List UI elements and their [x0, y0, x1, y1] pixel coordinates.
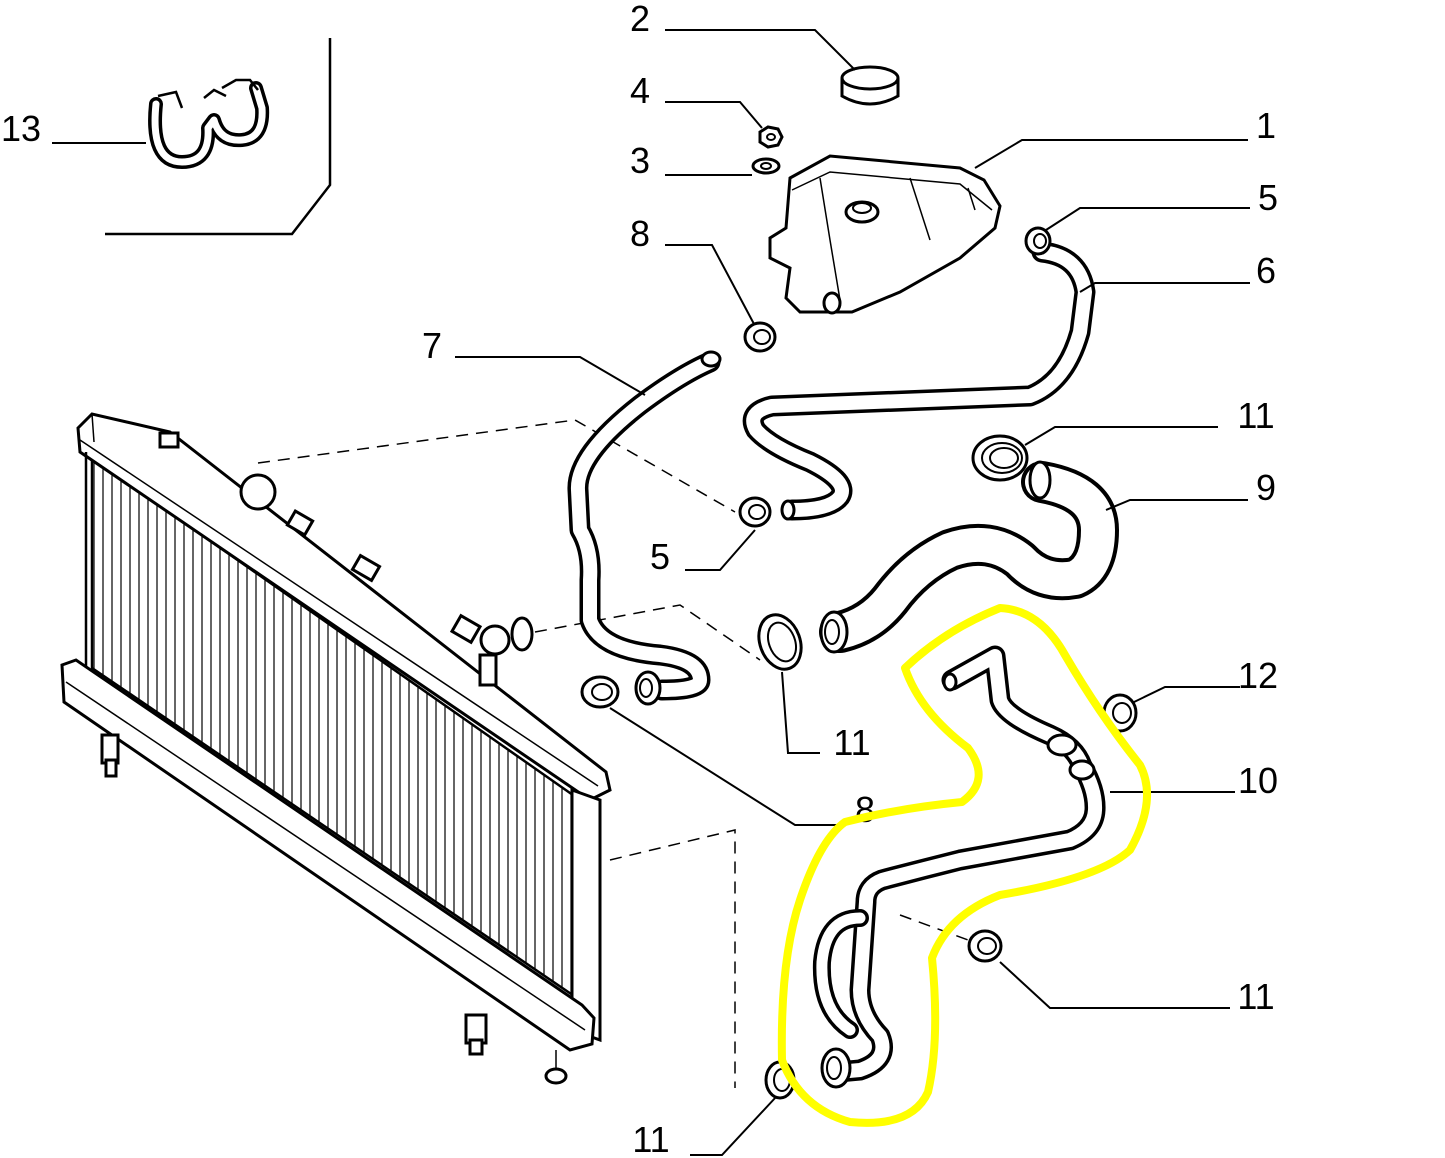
part-9-hose [819, 460, 1119, 654]
part-4-nut [758, 125, 784, 149]
callout-12: 12 [1238, 655, 1278, 696]
callout-8-lower: 8 [855, 789, 875, 830]
part-3-washer [751, 157, 781, 175]
part-6-hose [742, 241, 1096, 521]
leader-12 [1131, 686, 1240, 704]
part-8-clamp-top [743, 321, 777, 353]
part-1-expansion-reservoir [768, 154, 1002, 315]
callout-11-bottom: 11 [632, 1119, 669, 1158]
radiator-filler-neck [239, 473, 277, 511]
leader-2 [665, 29, 856, 71]
leader-8-lower [609, 707, 838, 826]
callout-labels: 13 2 4 3 1 5 8 6 7 11 9 5 12 11 10 8 11 … [1, 0, 1278, 1158]
callout-11-upper: 11 [1237, 395, 1274, 436]
leader-4 [665, 101, 763, 129]
part-2-reservoir-cap [840, 65, 900, 106]
part-10-hose-end [820, 1047, 852, 1089]
leader-11-lower-right [999, 961, 1230, 1009]
callout-11-lower-right: 11 [1237, 976, 1274, 1017]
part-7-hose [567, 350, 722, 706]
highlight-outline-part-10 [777, 604, 1152, 1127]
radiator-outlet-pipe [479, 624, 511, 656]
callout-13: 13 [1, 108, 41, 149]
inset-frame [105, 38, 332, 236]
part-13-double-clamp [148, 78, 270, 169]
part-8-clamp-lower [580, 675, 620, 709]
leader-1 [974, 139, 1248, 169]
part-10-hose-junction [1046, 733, 1078, 757]
part-11-clamp-upper [971, 434, 1029, 482]
callout-1: 1 [1256, 105, 1276, 146]
callout-3: 3 [630, 140, 650, 181]
callout-4: 4 [630, 70, 650, 111]
radiator-drain-plug [544, 1067, 568, 1085]
leader-11-upper [1024, 426, 1218, 446]
leader-11-bottom [690, 1096, 777, 1156]
part-11-clamp-middle [757, 613, 803, 671]
callout-7: 7 [422, 325, 442, 366]
leader-11-middle [781, 671, 820, 754]
callout-5-top: 5 [1258, 177, 1278, 218]
callout-2: 2 [630, 0, 650, 39]
reservoir-outlet [822, 291, 842, 315]
callout-5-lower: 5 [650, 536, 670, 577]
leader-7 [455, 356, 646, 396]
radiator-bracket-top [158, 431, 180, 449]
callout-6: 6 [1256, 250, 1276, 291]
part-5-clamp-top [1024, 226, 1052, 256]
leader-5-top [1045, 207, 1250, 231]
part-11-clamp-lower-right [967, 929, 1003, 963]
leader-6 [1079, 282, 1250, 293]
callout-9: 9 [1256, 467, 1276, 508]
leader-5-lower [685, 529, 756, 571]
callout-8-top: 8 [630, 213, 650, 254]
callout-11-middle: 11 [833, 722, 870, 763]
callout-10: 10 [1238, 760, 1278, 801]
part-10-hose [812, 645, 1106, 1089]
leader-9 [1105, 499, 1248, 511]
leader-8-top [665, 244, 755, 325]
part-5-clamp-lower [738, 496, 772, 528]
